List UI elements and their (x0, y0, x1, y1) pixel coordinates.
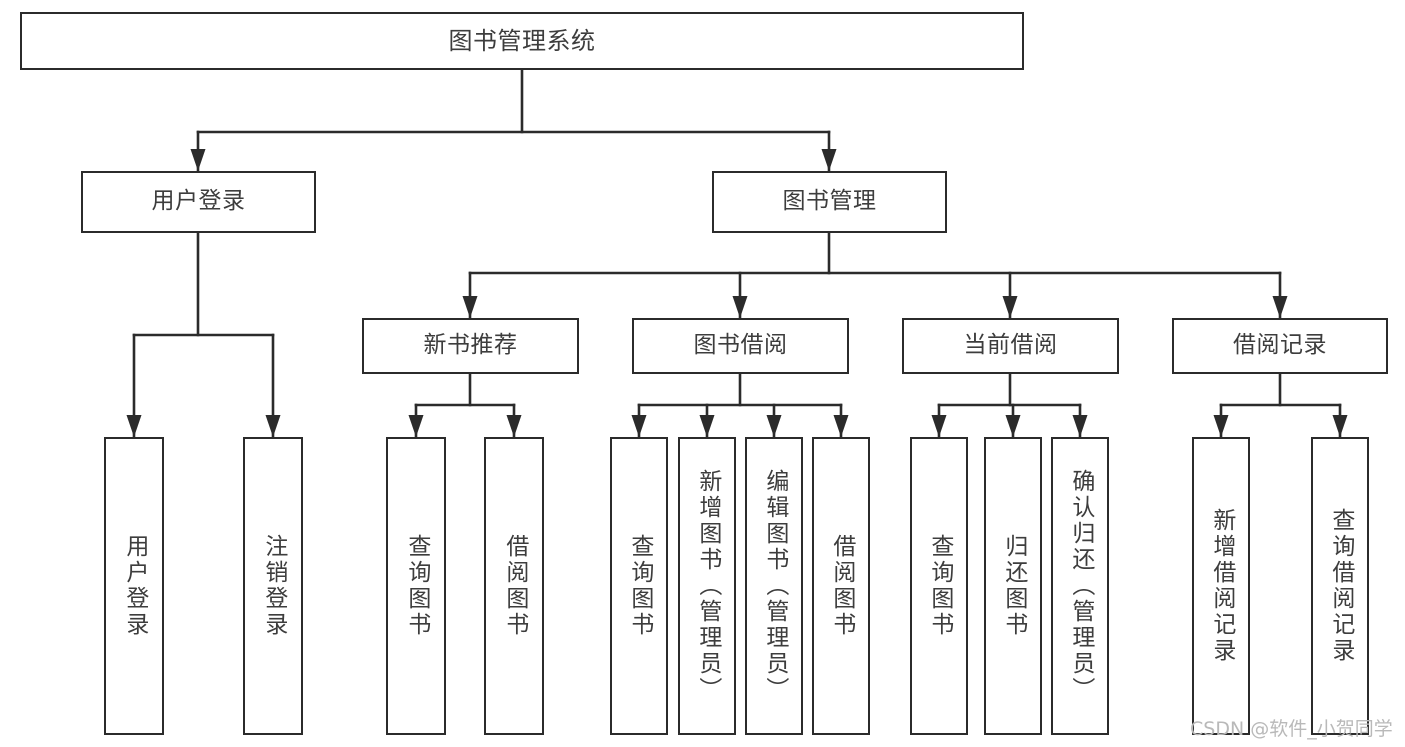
arrow-head-icon-book-manage-to-level2-2 (1002, 296, 1018, 318)
node-label-leaf-query-book-recommend: 查询图书 (403, 534, 430, 638)
node-new-book-recommend: 新书推荐 (362, 318, 579, 374)
node-leaf-query-record: 查询借阅记录 (1311, 437, 1369, 735)
node-label-leaf-user-login: 用户登录 (121, 534, 148, 638)
node-leaf-logout: 注销登录 (243, 437, 303, 735)
node-label-new-book-recommend: 新书推荐 (423, 332, 518, 359)
arrow-head-icon-new-book-recommend-to-leaves-1 (506, 415, 522, 437)
arrow-head-icon-book-borrow-to-leaves-1 (699, 415, 715, 437)
node-label-leaf-add-book: 新增图书（管理员） (694, 469, 721, 703)
arrow-head-icon-book-borrow-to-leaves-0 (631, 415, 647, 437)
node-root: 图书管理系统 (20, 12, 1024, 70)
arrow-head-icon-root-to-level1-0 (190, 149, 206, 171)
node-label-leaf-query-record: 查询借阅记录 (1327, 508, 1354, 664)
arrow-head-icon-user-login-to-leaves-1 (265, 415, 281, 437)
node-borrow-record: 借阅记录 (1172, 318, 1388, 374)
node-label-book-borrow: 图书借阅 (693, 332, 788, 359)
arrow-head-icon-book-borrow-to-leaves-2 (766, 415, 782, 437)
node-label-root: 图书管理系统 (448, 26, 596, 55)
node-label-leaf-edit-book: 编辑图书（管理员） (761, 469, 788, 703)
node-leaf-query-book-current: 查询图书 (910, 437, 968, 735)
arrow-head-icon-root-to-level1-1 (821, 149, 837, 171)
node-book-manage: 图书管理 (712, 171, 947, 233)
arrow-head-icon-current-borrow-to-leaves-0 (931, 415, 947, 437)
node-leaf-query-book-recommend: 查询图书 (386, 437, 446, 735)
node-label-book-manage: 图书管理 (782, 188, 877, 215)
node-leaf-borrow-book: 借阅图书 (812, 437, 870, 735)
node-label-leaf-confirm-return: 确认归还（管理员） (1067, 469, 1094, 703)
arrow-head-icon-book-borrow-to-leaves-3 (833, 415, 849, 437)
arrow-head-icon-current-borrow-to-leaves-2 (1072, 415, 1088, 437)
node-label-leaf-borrow-book-recommend: 借阅图书 (501, 534, 528, 638)
node-label-borrow-record: 借阅记录 (1233, 332, 1327, 359)
arrow-head-icon-book-manage-to-level2-0 (462, 296, 478, 318)
node-current-borrow: 当前借阅 (902, 318, 1119, 374)
node-label-user-login: 用户登录 (151, 188, 246, 215)
node-leaf-add-record: 新增借阅记录 (1192, 437, 1250, 735)
arrow-head-icon-user-login-to-leaves-0 (126, 415, 142, 437)
node-leaf-edit-book: 编辑图书（管理员） (745, 437, 803, 735)
node-user-login: 用户登录 (81, 171, 316, 233)
arrow-head-icon-book-manage-to-level2-3 (1272, 296, 1288, 318)
node-leaf-query-book-borrow: 查询图书 (610, 437, 668, 735)
node-leaf-borrow-book-recommend: 借阅图书 (484, 437, 544, 735)
node-leaf-confirm-return: 确认归还（管理员） (1051, 437, 1109, 735)
node-label-leaf-borrow-book: 借阅图书 (828, 534, 855, 638)
node-label-leaf-return-book: 归还图书 (1000, 534, 1027, 638)
arrow-head-icon-borrow-record-to-leaves-1 (1332, 415, 1348, 437)
arrow-head-icon-current-borrow-to-leaves-1 (1005, 415, 1021, 437)
node-label-leaf-query-book-current: 查询图书 (926, 534, 953, 638)
node-label-leaf-add-record: 新增借阅记录 (1208, 508, 1235, 664)
node-label-current-borrow: 当前借阅 (963, 332, 1058, 359)
node-label-leaf-query-book-borrow: 查询图书 (626, 534, 653, 638)
arrow-head-icon-borrow-record-to-leaves-0 (1213, 415, 1229, 437)
node-leaf-add-book: 新增图书（管理员） (678, 437, 736, 735)
node-label-leaf-logout: 注销登录 (260, 534, 287, 638)
node-book-borrow: 图书借阅 (632, 318, 849, 374)
node-leaf-user-login: 用户登录 (104, 437, 164, 735)
arrow-head-icon-new-book-recommend-to-leaves-0 (408, 415, 424, 437)
node-leaf-return-book: 归还图书 (984, 437, 1042, 735)
arrow-head-icon-book-manage-to-level2-1 (732, 296, 748, 318)
